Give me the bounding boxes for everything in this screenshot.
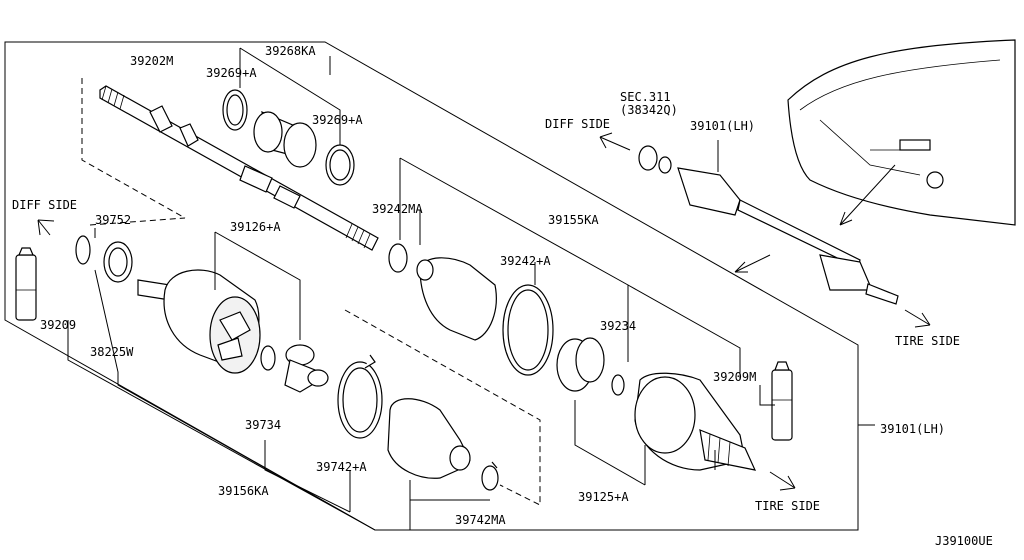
label-tire-side-bottom: TIRE SIDE: [755, 499, 820, 513]
label-39209-left: 39209: [40, 318, 76, 332]
inner-boot-dashed-frame: [344, 309, 541, 506]
label-39752: 39752: [95, 213, 131, 227]
label-39125A: 39125+A: [578, 490, 629, 504]
diff-side-seal-parts: [15, 235, 133, 321]
direction-arrows: [37, 132, 931, 491]
label-39734: 39734: [245, 418, 281, 432]
inner-shaft-39202M: [81, 78, 379, 251]
inner-joint-housing-39126A: [89, 217, 261, 374]
label-section-part: (38342Q): [620, 103, 678, 117]
label-diff-side-right: DIFF SIDE: [545, 117, 610, 131]
label-39268KA: 39268KA: [265, 44, 316, 58]
leader-lines: [67, 56, 875, 531]
label-39742MA: 39742MA: [455, 513, 506, 527]
outer-joint-39125A: [556, 337, 793, 471]
label-39209M: 39209M: [713, 370, 756, 384]
inner-boot-kit: [337, 354, 499, 491]
tripod-joint: [260, 344, 329, 393]
label-38225W: 38225W: [90, 345, 134, 359]
label-39234: 39234: [600, 319, 636, 333]
label-39156KA: 39156KA: [218, 484, 269, 498]
label-39742A: 39742+A: [316, 460, 367, 474]
label-39242A: 39242+A: [500, 254, 551, 268]
label-diff-side-left: DIFF SIDE: [12, 198, 77, 212]
label-tire-side-right: TIRE SIDE: [895, 334, 960, 348]
diagram-code: J39100UE: [935, 534, 993, 548]
label-39155KA: 39155KA: [548, 213, 599, 227]
diff-side-right-arrow-icon: [599, 132, 631, 151]
label-39242MA: 39242MA: [372, 202, 423, 216]
tire-side-bottom-arrow-icon: [769, 471, 796, 491]
view-arrow-2-icon: [839, 164, 896, 226]
label-39101LH-bottom: 39101(LH): [880, 422, 945, 436]
label-39126A: 39126+A: [230, 220, 281, 234]
label-39269A-right: 39269+A: [312, 113, 363, 127]
outer-boot-kit: [388, 157, 741, 380]
label-39269A-top: 39269+A: [206, 66, 257, 80]
label-39101LH-top: 39101(LH): [690, 119, 755, 133]
label-39202M: 39202M: [130, 54, 173, 68]
view-arrow-1-icon: [734, 254, 771, 273]
tire-side-right-arrow-icon: [904, 309, 931, 328]
vehicle-illustration: [787, 39, 1016, 226]
boot-kit-top: [222, 47, 355, 186]
assembly-frame: [4, 41, 859, 531]
diff-side-left-arrow-icon: [37, 219, 55, 236]
label-section-sec: SEC.311: [620, 90, 671, 104]
complete-driveshaft-assembly: [638, 140, 899, 305]
